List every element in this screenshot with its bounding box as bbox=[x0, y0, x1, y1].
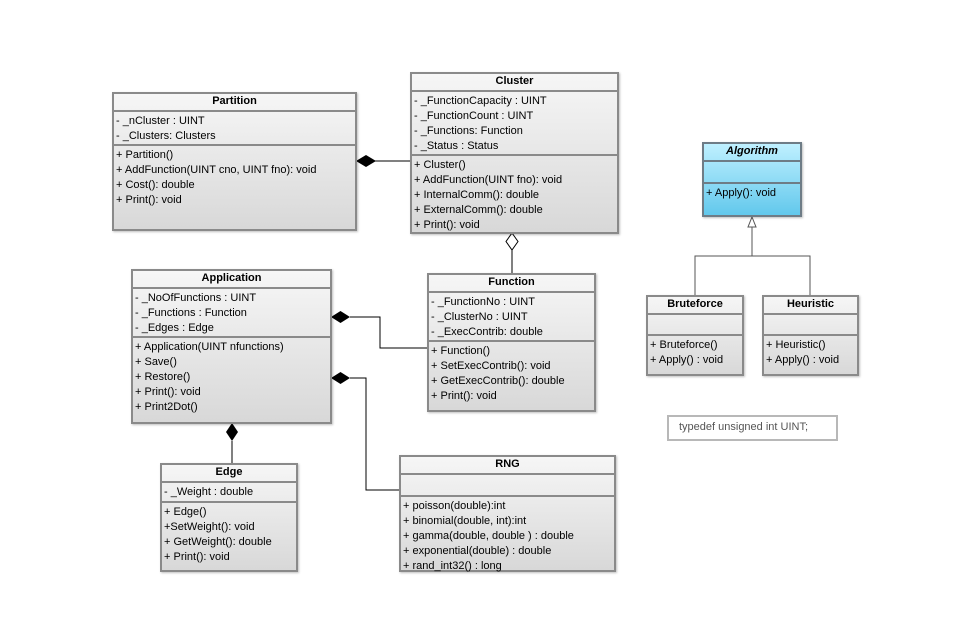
attribute-row: - _FunctionCapacity : UINT bbox=[414, 95, 547, 107]
class-edge-name: Edge bbox=[162, 465, 296, 483]
composition-diamond-partition bbox=[356, 155, 376, 167]
aggregation-diamond-cluster bbox=[505, 232, 519, 251]
class-function-operations: + Function() + SetExecContrib(): void + … bbox=[429, 342, 594, 404]
attribute-row: - _FunctionCount : UINT bbox=[414, 110, 534, 122]
class-partition[interactable]: Partition - _nCluster : UINT - _Clusters… bbox=[112, 92, 357, 231]
class-function[interactable]: Function - _FunctionNo : UINT - _Cluster… bbox=[427, 273, 596, 412]
composition-diamond-app-function bbox=[331, 311, 350, 323]
operation-row: + Edge() bbox=[164, 506, 207, 518]
attribute-row: - _ClusterNo : UINT bbox=[431, 311, 528, 323]
operation-row: + Application(UINT nfunctions) bbox=[135, 341, 284, 353]
class-rng-operations: + poisson(double):int + binomial(double,… bbox=[401, 497, 614, 574]
class-heuristic-operations: + Heuristic() + Apply() : void bbox=[764, 336, 857, 368]
attribute-row: - _NoOfFunctions : UINT bbox=[135, 292, 257, 304]
class-edge-attributes: - _Weight : double bbox=[162, 483, 296, 503]
operation-row: + Function() bbox=[431, 345, 490, 357]
class-algorithm-name: Algorithm bbox=[704, 144, 800, 162]
attribute-row: - _Edges : Edge bbox=[135, 322, 214, 334]
operation-row: + Apply(): void bbox=[706, 187, 777, 199]
operation-row: + Print(): void bbox=[164, 551, 230, 563]
operation-row: + Heuristic() bbox=[766, 339, 826, 351]
attribute-row: - _FunctionNo : UINT bbox=[431, 296, 535, 308]
operation-row: + Print2Dot() bbox=[135, 401, 198, 413]
operation-row: + gamma(double, double ) : double bbox=[403, 530, 574, 542]
class-application-name: Application bbox=[133, 271, 330, 289]
typedef-note[interactable]: typedef unsigned int UINT; bbox=[667, 415, 838, 441]
class-rng-name: RNG bbox=[401, 457, 614, 475]
class-application[interactable]: Application - _NoOfFunctions : UINT - _F… bbox=[131, 269, 332, 424]
operation-row: + AddFunction(UINT fno): void bbox=[414, 174, 563, 186]
class-application-attributes: - _NoOfFunctions : UINT - _Functions : F… bbox=[133, 289, 330, 338]
class-bruteforce[interactable]: Bruteforce + Bruteforce() + Apply() : vo… bbox=[646, 295, 744, 376]
attribute-row: - _Status : Status bbox=[414, 140, 499, 152]
class-edge[interactable]: Edge - _Weight : double + Edge() +SetWei… bbox=[160, 463, 298, 572]
application-rng-link bbox=[350, 377, 400, 491]
attribute-row: - _Weight : double bbox=[164, 486, 254, 498]
operation-row: + InternalComm(): double bbox=[414, 189, 540, 201]
class-application-operations: + Application(UINT nfunctions) + Save() … bbox=[133, 338, 330, 415]
class-bruteforce-attributes bbox=[648, 315, 742, 336]
class-edge-operations: + Edge() +SetWeight(): void + GetWeight(… bbox=[162, 503, 296, 565]
composition-diamond-app-rng bbox=[331, 372, 350, 384]
operation-row: + Print(): void bbox=[135, 386, 201, 398]
operation-row: + Apply() : void bbox=[650, 354, 724, 366]
class-cluster-name: Cluster bbox=[412, 74, 617, 92]
class-heuristic-name: Heuristic bbox=[764, 297, 857, 315]
operation-row: + AddFunction(UINT cno, UINT fno): void bbox=[116, 164, 317, 176]
attribute-row: - _ExecContrib: double bbox=[431, 326, 543, 338]
generalization-arrowhead bbox=[747, 215, 757, 228]
operation-row: + Partition() bbox=[116, 149, 174, 161]
operation-row: +SetWeight(): void bbox=[164, 521, 255, 533]
class-partition-name: Partition bbox=[114, 94, 355, 112]
operation-row: + Bruteforce() bbox=[650, 339, 718, 351]
class-cluster[interactable]: Cluster - _FunctionCapacity : UINT - _Fu… bbox=[410, 72, 619, 234]
composition-diamond-app-edge bbox=[226, 423, 238, 441]
operation-row: + Apply() : void bbox=[766, 354, 840, 366]
class-partition-operations: + Partition() + AddFunction(UINT cno, UI… bbox=[114, 146, 355, 208]
operation-row: + exponential(double) : double bbox=[403, 545, 552, 557]
class-cluster-operations: + Cluster() + AddFunction(UINT fno): voi… bbox=[412, 156, 617, 233]
class-bruteforce-name: Bruteforce bbox=[648, 297, 742, 315]
operation-row: + binomial(double, int):int bbox=[403, 515, 527, 527]
class-cluster-attributes: - _FunctionCapacity : UINT - _FunctionCo… bbox=[412, 92, 617, 156]
attribute-row: - _nCluster : UINT bbox=[116, 115, 205, 127]
class-function-name: Function bbox=[429, 275, 594, 293]
operation-row: + Cluster() bbox=[414, 159, 466, 171]
operation-row: + Print(): void bbox=[414, 219, 480, 231]
operation-row: + ExternalComm(): double bbox=[414, 204, 543, 216]
class-function-attributes: - _FunctionNo : UINT - _ClusterNo : UINT… bbox=[429, 293, 594, 342]
operation-row: + Print(): void bbox=[116, 194, 182, 206]
class-bruteforce-operations: + Bruteforce() + Apply() : void bbox=[648, 336, 742, 368]
attribute-row: - _Functions : Function bbox=[135, 307, 247, 319]
operation-row: + rand_int32() : long bbox=[403, 560, 502, 572]
operation-row: + Restore() bbox=[135, 371, 191, 383]
class-heuristic[interactable]: Heuristic + Heuristic() + Apply() : void bbox=[762, 295, 859, 376]
generalization-branches bbox=[694, 255, 811, 296]
attribute-row: - _Clusters: Clusters bbox=[116, 130, 216, 142]
class-algorithm-attributes bbox=[704, 162, 800, 184]
operation-row: + SetExecContrib(): void bbox=[431, 360, 551, 372]
operation-row: + Cost(): double bbox=[116, 179, 195, 191]
operation-row: + Save() bbox=[135, 356, 177, 368]
class-partition-attributes: - _nCluster : UINT - _Clusters: Clusters bbox=[114, 112, 355, 146]
operation-row: + Print(): void bbox=[431, 390, 497, 402]
class-rng-attributes bbox=[401, 475, 614, 497]
operation-row: + GetExecContrib(): double bbox=[431, 375, 565, 387]
attribute-row: - _Functions: Function bbox=[414, 125, 523, 137]
operation-row: + poisson(double):int bbox=[403, 500, 506, 512]
application-function-link bbox=[350, 316, 428, 349]
typedef-note-text: typedef unsigned int UINT; bbox=[679, 421, 809, 433]
operation-row: + GetWeight(): double bbox=[164, 536, 272, 548]
class-algorithm-operations: + Apply(): void bbox=[704, 184, 800, 201]
class-heuristic-attributes bbox=[764, 315, 857, 336]
class-rng[interactable]: RNG + poisson(double):int + binomial(dou… bbox=[399, 455, 616, 572]
class-algorithm[interactable]: Algorithm + Apply(): void bbox=[702, 142, 802, 217]
